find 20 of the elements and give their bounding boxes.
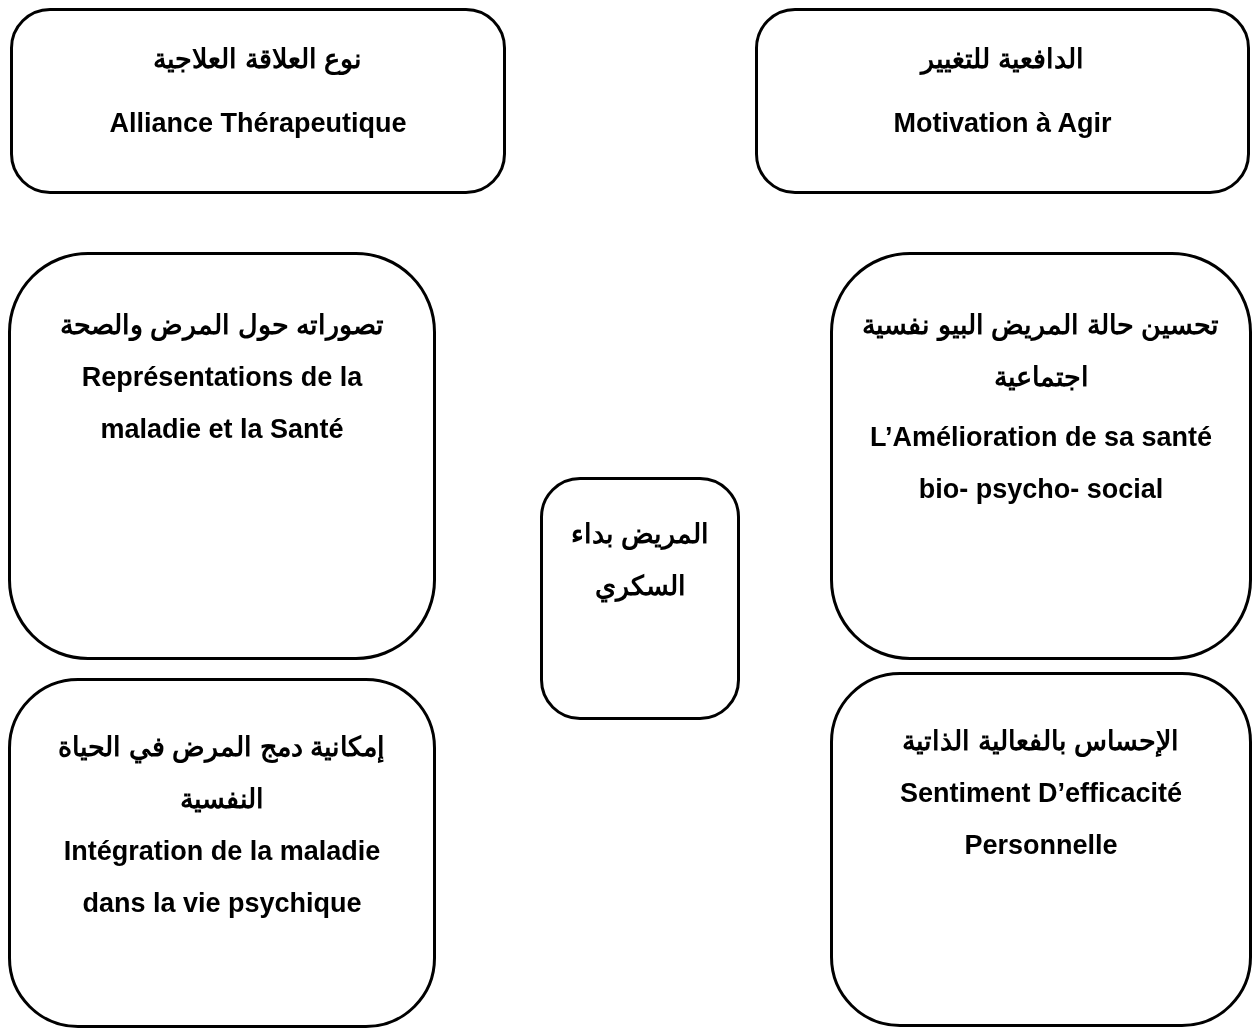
rounded-box xyxy=(540,477,740,720)
rounded-box xyxy=(755,8,1250,194)
arabic-heading: الدافعية للتغيير xyxy=(921,43,1084,77)
rounded-box xyxy=(830,672,1252,1027)
french-label: L’Amélioration de sa santé bio- psycho- social xyxy=(868,421,1214,506)
arabic-heading: تصوراته حول المرض والصحة xyxy=(59,309,385,343)
french-label: Sentiment D’efficacité Personnelle xyxy=(898,777,1184,862)
french-label: Motivation à Agir xyxy=(893,107,1112,140)
arabic-heading: المريض بداء السكري xyxy=(569,518,711,605)
arabic-heading: إمكانية دمج المرض في الحياة النفسية xyxy=(57,731,387,816)
arabic-heading: تحسين حالة المريض البيو نفسية اجتماعية xyxy=(861,309,1221,394)
french-label: Représentations de la maladie et la Santé xyxy=(80,361,364,446)
arabic-heading: نوع العلاقة العلاجية xyxy=(153,43,363,77)
arabic-heading: الإحساس بالفعالية الذاتية xyxy=(902,725,1180,759)
rounded-box xyxy=(8,678,436,1028)
rounded-box xyxy=(8,252,436,660)
rounded-box xyxy=(830,252,1252,660)
french-label: Intégration de la maladie dans la vie psychique xyxy=(62,835,382,920)
french-label: Alliance Thérapeutique xyxy=(109,107,407,140)
rounded-box xyxy=(10,8,506,194)
